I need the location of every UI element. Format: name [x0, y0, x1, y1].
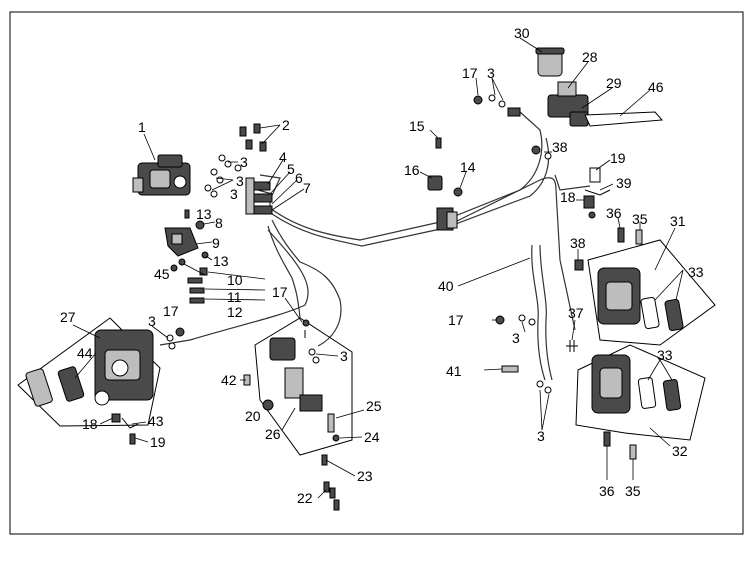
callout-label: 11 — [227, 289, 242, 305]
callout-label: 28 — [582, 49, 598, 65]
callout-label: 2 — [282, 117, 290, 133]
brake-hoses — [159, 111, 591, 381]
callout-label: 6 — [295, 170, 303, 186]
callout-label: 41 — [446, 363, 462, 379]
part-9-bracket — [164, 227, 199, 257]
part-38-clip — [574, 259, 584, 271]
callout-label: 3 — [240, 154, 248, 170]
callout-label: 3 — [230, 186, 238, 202]
callout-labels: 1 2 3 3 3 4 5 6 7 8 9 13 13 10 11 12 45 … — [60, 25, 704, 506]
callout-label: 18 — [560, 189, 576, 205]
part-14-nut — [453, 187, 463, 197]
callout-label: 15 — [409, 118, 425, 134]
callout-label: 36 — [606, 205, 622, 221]
callout-label: 13 — [213, 253, 229, 269]
callout-label: 25 — [366, 398, 382, 414]
callout-label: 33 — [657, 347, 673, 363]
part-8-bolt — [184, 209, 205, 230]
callout-label: 8 — [215, 215, 223, 231]
callout-label: 13 — [196, 206, 212, 222]
callout-label: 4 — [279, 149, 287, 165]
part-32-caliper-assembly-lower — [575, 344, 706, 441]
callout-label: 22 — [297, 490, 313, 506]
part-18-43-19-bleeder — [111, 413, 139, 445]
callout-label: 18 — [82, 416, 98, 432]
callout-label: 3 — [487, 65, 495, 81]
part-38-upper-banjo — [531, 145, 552, 160]
part-36-35-upper-bolts — [617, 227, 643, 245]
part-46-brake-lever — [584, 111, 664, 127]
part-17-3-caliper-bolt — [166, 327, 185, 350]
callout-label: 19 — [610, 150, 626, 166]
callout-label: 5 — [287, 161, 295, 177]
callout-label: 39 — [616, 175, 632, 191]
part-19-39-18-switch — [583, 167, 611, 219]
callout-label: 19 — [150, 434, 166, 450]
callout-label: 17 — [448, 312, 464, 328]
callout-label: 30 — [514, 25, 530, 41]
callout-label: 3 — [340, 348, 348, 364]
callout-label: 17 — [163, 303, 179, 319]
part-28-29-master-cylinder — [547, 81, 589, 127]
callout-label: 12 — [227, 304, 243, 320]
callout-label: 26 — [265, 426, 281, 442]
callout-label: 32 — [672, 443, 688, 459]
callout-label: 40 — [438, 278, 454, 294]
leader-lines — [72, 37, 684, 499]
part-26-rear-master-cylinder — [254, 317, 353, 456]
callout-label: 17 — [462, 65, 478, 81]
callout-label: 3 — [236, 173, 244, 189]
callout-label: 35 — [625, 483, 641, 499]
callout-label: 9 — [212, 235, 220, 251]
callout-label: 42 — [221, 372, 237, 388]
callout-label: 16 — [404, 162, 420, 178]
part-17-3-mid-banjo — [495, 314, 536, 326]
callout-label: 24 — [364, 429, 380, 445]
part-3-lower-washers — [536, 380, 552, 394]
callout-label: 31 — [670, 213, 686, 229]
part-41-bolt — [501, 365, 519, 373]
part-20-bolt — [262, 399, 274, 411]
part-22-bolts — [323, 481, 340, 511]
callout-label: 29 — [606, 75, 622, 91]
callout-label: 3 — [148, 313, 156, 329]
callout-label: 45 — [154, 266, 170, 282]
callout-label: 35 — [632, 211, 648, 227]
callout-label: 27 — [60, 309, 76, 325]
callout-label: 44 — [77, 345, 93, 361]
part-10-12-fasteners — [170, 251, 209, 304]
part-37-spring — [566, 340, 578, 352]
part-31-caliper-assembly-upper — [587, 239, 716, 346]
callout-label: 3 — [512, 330, 520, 346]
callout-label: 10 — [227, 272, 243, 288]
callout-label: 36 — [599, 483, 615, 499]
part-36-35-lower-bolts — [603, 431, 637, 460]
callout-label: 3 — [537, 428, 545, 444]
part-2-banjo-bolts — [239, 123, 267, 152]
callout-label: 38 — [552, 139, 568, 155]
part-3-washers-upper — [204, 154, 242, 198]
callout-label: 7 — [303, 180, 311, 196]
callout-label: 17 — [272, 284, 288, 300]
part-16-clamp — [427, 175, 443, 191]
part-4-7-hose-junction — [245, 177, 273, 215]
callout-label: 23 — [357, 468, 373, 484]
callout-label: 1 — [138, 119, 146, 135]
callout-label: 43 — [148, 413, 164, 429]
callout-label: 46 — [648, 79, 664, 95]
part-27-front-caliper-assembly — [17, 317, 161, 427]
part-17-3-upper-banjo — [473, 94, 521, 117]
part-23-25-rods — [321, 413, 340, 466]
hose-clamp-mid — [436, 207, 458, 231]
callout-label: 20 — [245, 408, 261, 424]
callout-label: 38 — [570, 235, 586, 251]
callout-label: 14 — [460, 159, 476, 175]
diagram-frame — [9, 11, 744, 535]
callout-label: 33 — [688, 264, 704, 280]
part-1-brake-caliper-block — [132, 154, 191, 196]
callout-label: 37 — [568, 305, 584, 321]
part-30-reservoir — [535, 47, 565, 77]
part-15-bolt — [435, 137, 442, 149]
